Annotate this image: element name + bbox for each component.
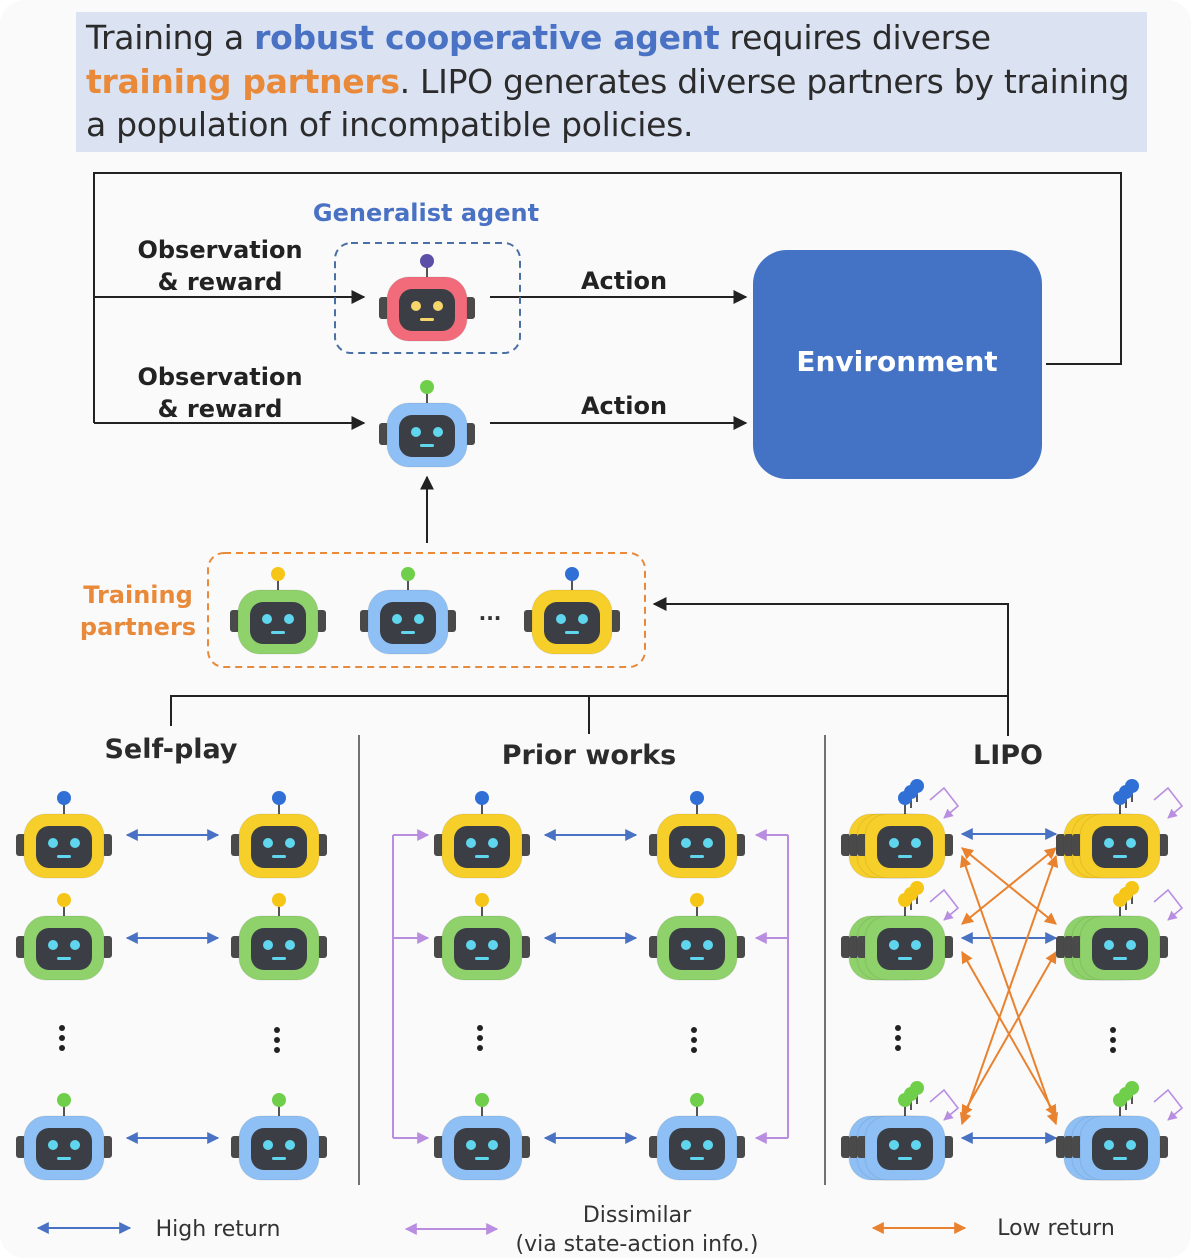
vertical-ellipsis-icon <box>895 1025 901 1051</box>
robot-icon <box>16 791 112 879</box>
robot-icon <box>231 893 327 981</box>
robot-icon <box>1056 779 1168 879</box>
robot-icon <box>841 1081 953 1181</box>
vertical-ellipsis-icon <box>59 1025 65 1051</box>
self-loop-icon <box>1153 1088 1184 1121</box>
section-title-selfplay: Self-play <box>104 734 237 765</box>
training-partners-label-line2: partners <box>80 613 196 641</box>
self-loop-icon <box>1153 888 1184 921</box>
robot-icon <box>1056 1081 1168 1181</box>
legend-low-return-label: Low return <box>997 1216 1115 1241</box>
robot-icon <box>231 791 327 879</box>
environment-box <box>753 250 1042 479</box>
feedback-loop <box>93 172 1122 736</box>
lipo-arrows <box>959 828 1059 1144</box>
loop-line <box>93 172 1122 423</box>
section-title-prior: Prior works <box>502 740 676 771</box>
action-label-2: Action <box>581 392 667 420</box>
caption-highlight-agent: robust cooperative agent <box>254 18 720 57</box>
obs-label-1-line2: & reward <box>158 268 283 296</box>
robot-icon <box>649 791 745 879</box>
robot-icon <box>360 567 456 655</box>
robot-icon <box>841 779 953 879</box>
self-loop-icons <box>929 786 1184 1121</box>
robot-icon <box>434 1093 530 1181</box>
self-loop-icon <box>929 786 960 819</box>
robot-icon <box>230 567 326 655</box>
environment-label: Environment <box>796 345 997 378</box>
legend-high-return-label: High return <box>156 1217 281 1242</box>
dissimilar-bracket-right <box>754 829 789 1144</box>
low-return-crossings <box>959 847 1059 1126</box>
training-partners-label-line1: Training <box>83 581 193 609</box>
obs-label-1-line1: Observation <box>137 236 302 264</box>
vertical-ellipsis-icon <box>274 1027 280 1053</box>
selfplay-arrows <box>125 829 220 1144</box>
training-partners-box <box>207 552 646 668</box>
caption-highlight-partners: training partners <box>86 61 400 101</box>
robot-icon <box>1056 881 1168 981</box>
self-loop-icon <box>1153 786 1184 819</box>
robot-icon <box>16 1093 112 1181</box>
generalist-label: Generalist agent <box>313 199 539 227</box>
robots-layer <box>16 254 1168 1181</box>
obs-label-2-line1: Observation <box>137 363 302 391</box>
self-loop-icon <box>929 1088 960 1121</box>
self-loop-icon <box>929 888 960 921</box>
robot-icon <box>524 567 620 655</box>
robot-icon <box>434 791 530 879</box>
robot-icon <box>649 1093 745 1181</box>
obs-label-2-line2: & reward <box>158 395 283 423</box>
caption-part2: requires diverse <box>719 18 992 57</box>
vertical-ellipsis-icon <box>691 1027 697 1053</box>
legend: High return Dissimilar (via state-action… <box>36 1203 1115 1257</box>
robot-icon <box>231 1093 327 1181</box>
robot-icon <box>379 254 475 342</box>
dissimilar-bracket-left <box>392 829 430 1144</box>
caption-box: Training a robust cooperative agent requ… <box>76 12 1147 152</box>
caption-text: Training a robust cooperative agent requ… <box>86 16 1137 147</box>
lipo-to-partners-arrow <box>652 597 1009 736</box>
caption-part1: Training a <box>86 18 255 57</box>
vertical-ellipsis-icon <box>477 1025 483 1051</box>
prior-arrows <box>392 829 789 1144</box>
generalist-box <box>334 242 521 354</box>
caption-part3: . LIPO generates diverse partners by tra… <box>86 61 1130 145</box>
section-title-lipo: LIPO <box>973 740 1043 771</box>
robot-icon <box>649 893 745 981</box>
robot-icon <box>841 881 953 981</box>
robot-icon <box>379 380 475 468</box>
vertical-ellipsis-icon <box>1110 1027 1116 1053</box>
vertical-ellipses <box>59 1025 1116 1053</box>
robot-icon <box>16 893 112 981</box>
methods-bracket <box>170 695 1008 726</box>
partners-ellipsis: ... <box>479 601 502 625</box>
action-label-1: Action <box>581 267 667 295</box>
legend-dissimilar-label-line1: Dissimilar <box>583 1203 692 1228</box>
legend-dissimilar-label-line2: (via state-action info.) <box>515 1232 758 1257</box>
robot-icon <box>434 893 530 981</box>
